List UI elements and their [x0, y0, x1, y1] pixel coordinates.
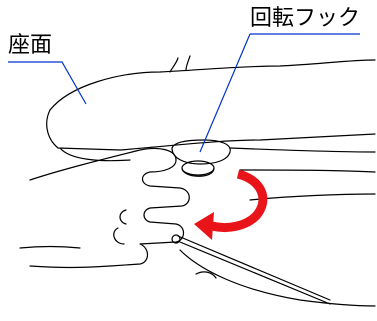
- hook-leader: [199, 33, 360, 153]
- screwdriver-shaft: [177, 235, 331, 301]
- seat-side: [59, 147, 131, 162]
- hand-outline: [29, 147, 190, 269]
- seat-outline: [49, 59, 376, 111]
- curved-arrow-icon: [194, 169, 268, 240]
- seat-leader: [8, 61, 87, 105]
- seat-label: 座面: [8, 33, 53, 58]
- rotary-hook-label: 回転フック: [250, 6, 361, 31]
- hook-ring: [181, 160, 215, 176]
- seat-lower-edge: [46, 109, 376, 151]
